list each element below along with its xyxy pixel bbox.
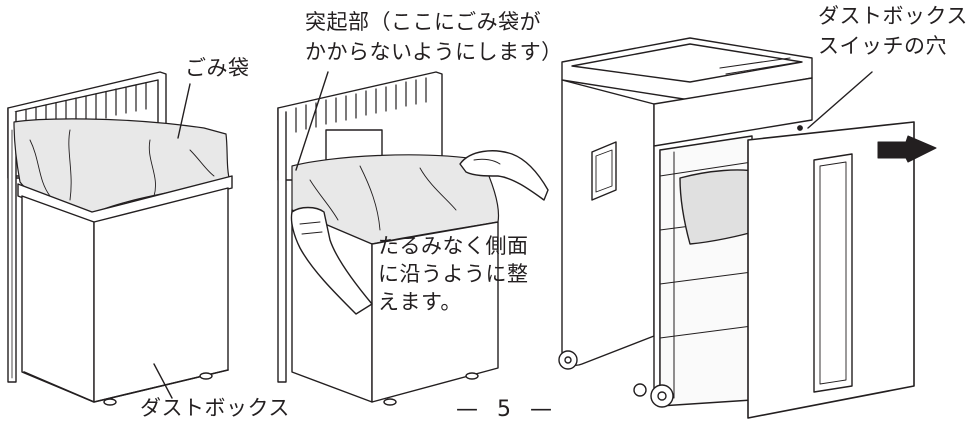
figure-1-bag-in-bin xyxy=(7,71,233,406)
figure-3-shredder xyxy=(558,37,915,419)
label-switch-hole-line2: スイッチの穴 xyxy=(818,34,947,58)
label-smooth-line3: えます。 xyxy=(378,290,462,314)
label-garbage-bag: ごみ袋 xyxy=(185,56,250,80)
page-dash-right: — xyxy=(530,397,552,422)
label-dust-box: ダストボックス xyxy=(140,396,290,420)
page-number: — 5 — xyxy=(456,398,552,422)
push-arrow-icon xyxy=(877,135,937,163)
figure-2-adjusting-bag xyxy=(277,71,549,406)
label-switch-hole-line1: ダストボックス xyxy=(818,4,966,28)
page-number-value: 5 xyxy=(497,397,511,422)
label-smooth-line1: たるみなく側面 xyxy=(378,234,529,258)
label-smooth-line2: に沿うように整 xyxy=(378,262,529,286)
page-dash-left: — xyxy=(456,397,478,422)
label-protrusion-line1: 突起部（ここにごみ袋が xyxy=(305,10,542,34)
label-protrusion-line2: かからないようにします） xyxy=(305,40,563,64)
